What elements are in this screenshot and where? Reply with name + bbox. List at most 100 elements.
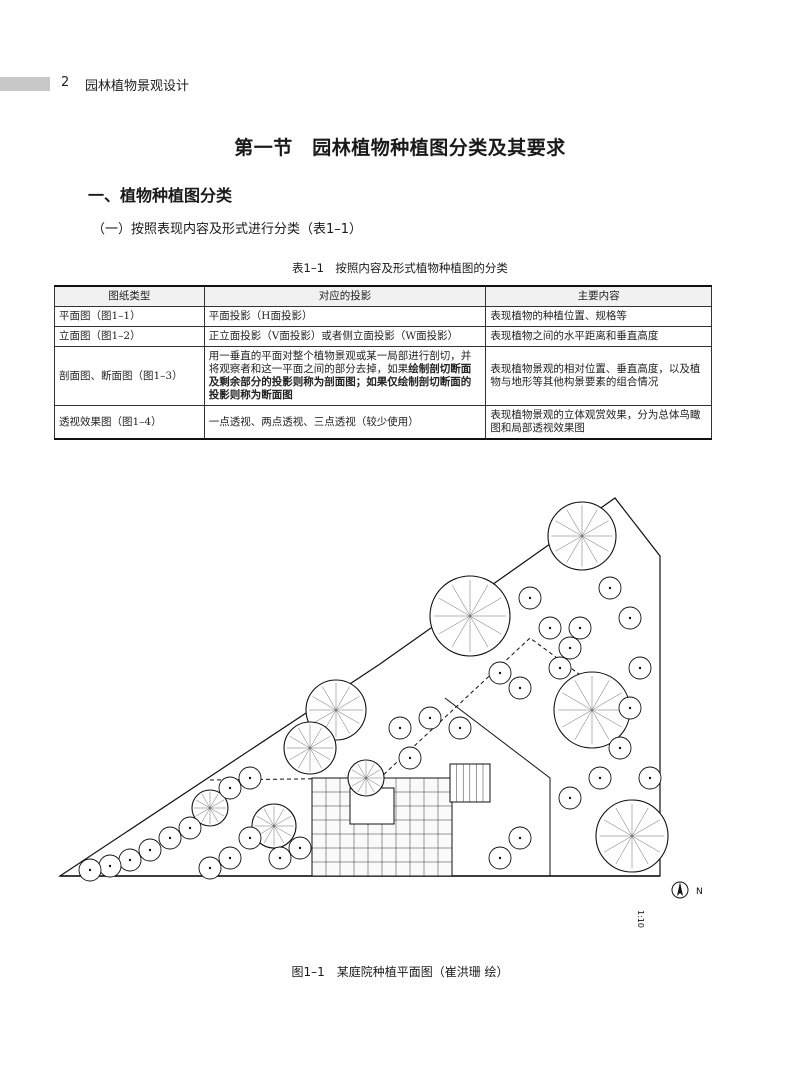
tree-branch-line <box>309 747 331 760</box>
table-row: 平面图（图1–1） 平面投影（H面投影） 表现植物的种植位置、规格等 <box>54 306 712 327</box>
shrub-center <box>518 836 522 840</box>
subheading-2: （一）按照表现内容及形式进行分类（表1–1） <box>92 222 363 237</box>
tree-branch-line <box>591 680 610 711</box>
tree-branch-line <box>631 819 661 837</box>
projection-bold-text: 绘制剖切断面及剩余部分的投影则称为剖面图；如果仅绘制剖切断面的投影则称为断面图 <box>208 363 472 401</box>
tree-branch-line <box>365 769 381 779</box>
tree-branch-line <box>289 747 311 760</box>
shrub-center <box>608 586 612 590</box>
tree-branch-line <box>357 763 367 779</box>
shrub-center <box>188 826 192 830</box>
tree-branch-line <box>365 763 375 779</box>
table-caption: 表1–1 按照内容及形式植物种植图的分类 <box>292 261 508 275</box>
table-cell: 剖面图、断面图（图1–3） <box>54 346 205 406</box>
tree-branch-line <box>574 680 593 711</box>
table-header-cell: 对应的投影 <box>203 285 487 307</box>
shrub-center <box>598 776 602 780</box>
table-cell: 表现植物景观的立体观赏效果，分为总体鸟瞰图和局部透视效果图 <box>485 405 712 440</box>
tree-branch-line <box>562 692 593 711</box>
shrub-center <box>398 726 402 730</box>
planting-plan-figure: N 1:100 <box>50 478 730 933</box>
shrub-center <box>498 671 502 675</box>
tree-branch-line <box>335 686 350 711</box>
shrub-center <box>628 616 632 620</box>
shrub-center <box>558 666 562 670</box>
table-row: 立面图（图1–2） 正立面投影（V面投影）或者侧立面投影（W面投影） 表现植物之… <box>54 326 712 347</box>
tree-branch-line <box>581 535 598 563</box>
tree-branch-line <box>201 793 211 809</box>
tree-branch-line <box>615 835 633 865</box>
tree-branch-line <box>312 709 337 724</box>
shrub-center <box>648 776 652 780</box>
tree-branch-line <box>351 777 367 787</box>
tree-branch-line <box>555 535 583 552</box>
tree-branch-line <box>263 825 275 844</box>
tree-branch-line <box>298 727 311 749</box>
tree-branch-line <box>263 808 275 827</box>
planting-plan-drawing: N 1:100 <box>58 497 703 933</box>
tree-branch-line <box>209 807 219 823</box>
shrub-center <box>128 858 132 862</box>
tree-branch-line <box>603 819 633 837</box>
path-edge <box>209 637 599 781</box>
north-label: N <box>696 887 703 897</box>
table-cell: 表现植物的种植位置、规格等 <box>485 306 712 327</box>
table-header-cell: 主要内容 <box>485 285 712 307</box>
shrub-center <box>638 666 642 670</box>
tree-branch-line <box>273 825 292 837</box>
table-cell: 立面图（图1–2） <box>54 326 205 347</box>
tree-branch-line <box>209 793 219 809</box>
table-header-row: 图纸类型 对应的投影 主要内容 <box>54 285 712 307</box>
tree-branch-line <box>365 777 375 793</box>
scale-label: 1:100 <box>636 910 645 928</box>
shrub-center <box>428 716 432 720</box>
shrub-center <box>518 686 522 690</box>
shrub-center <box>568 646 572 650</box>
tree-branch-line <box>201 807 211 823</box>
tree-branch-line <box>309 727 322 749</box>
shrub-center <box>528 596 532 600</box>
tree-branch-line <box>322 686 337 711</box>
tree-branch-line <box>566 509 583 537</box>
section-title: 第一节 园林植物种植图分类及其要求 <box>234 137 566 159</box>
tree-branch-line <box>591 709 610 740</box>
tree-branch-line <box>555 520 583 537</box>
table-cell: 平面投影（H面投影） <box>203 306 487 327</box>
tree-branch-line <box>451 615 471 648</box>
shrub-center <box>278 856 282 860</box>
tree-branch-line <box>574 709 593 740</box>
tree-branch-line <box>562 709 593 728</box>
shrub-center <box>228 856 232 860</box>
north-arrow-icon: N <box>671 881 703 899</box>
table-cell: 透视效果图（图1–4） <box>54 405 205 440</box>
tree-branch-line <box>273 815 292 827</box>
tree-branch-line <box>469 615 502 635</box>
table-row: 透视效果图（图1–4） 一点透视、两点透视、三点透视（较少使用） 表现植物景观的… <box>54 405 712 440</box>
page-number: 2 <box>61 75 70 90</box>
table-cell: 表现植物景观的相对位置、垂直高度，以及植物与地形等其他构景要素的组合情况 <box>485 346 712 406</box>
shrub-center <box>298 846 302 850</box>
tree-branch-line <box>209 799 225 809</box>
tree-branch-line <box>335 709 350 734</box>
shrub-center <box>548 626 552 630</box>
tree-branch-line <box>469 597 502 617</box>
tree-branch-line <box>631 835 661 853</box>
tree-branch-line <box>309 736 331 749</box>
tree-branch-line <box>631 835 649 865</box>
tree-branch-line <box>438 597 471 617</box>
tree-branch-line <box>357 777 367 793</box>
tree-branch-line <box>209 807 225 817</box>
tree-branch-line <box>591 692 622 711</box>
shrub-center <box>248 776 252 780</box>
header-gray-bar <box>0 77 50 91</box>
shrub-center <box>618 746 622 750</box>
projection-text: 用一垂直的平面对整个植物景观或某一局部进行剖切，并将观察者和这一平面之间的部分去… <box>208 350 472 375</box>
tree-branch-line <box>273 808 285 827</box>
tree-branch-line <box>566 535 583 563</box>
tree-branch-line <box>335 709 360 724</box>
shrub-center <box>208 866 212 870</box>
shrub-center <box>248 836 252 840</box>
figure-caption: 图1–1 某庭院种植平面图（崔洪珊 绘） <box>291 965 509 979</box>
table-cell: 表现植物之间的水平距离和垂直高度 <box>485 326 712 347</box>
tree-branch-line <box>309 747 322 769</box>
